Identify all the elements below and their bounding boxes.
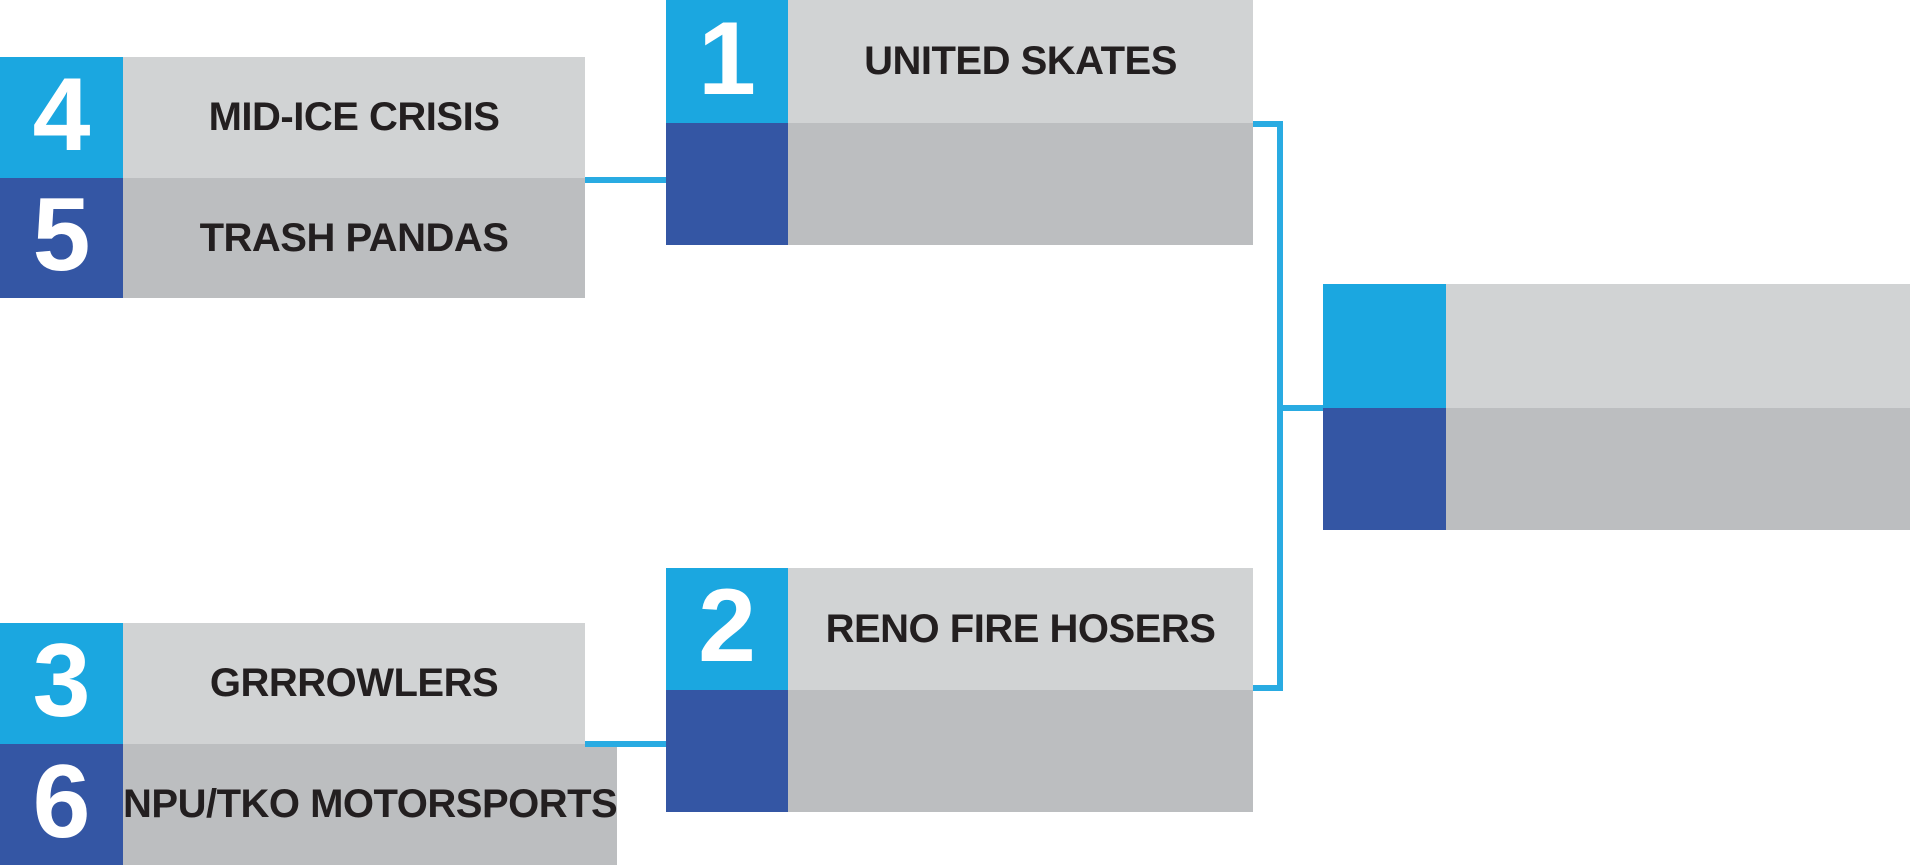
bracket-slot-empty[interactable] [666, 123, 1253, 245]
team-name [1446, 284, 1910, 408]
team-name: RENO FIRE HOSERS [788, 568, 1253, 690]
seed-number [1323, 408, 1446, 530]
bracket-slot-seed2[interactable]: 2 RENO FIRE HOSERS [666, 568, 1253, 690]
seed-number [666, 690, 788, 812]
team-name: GRRROWLERS [123, 623, 585, 744]
match-final [1323, 284, 1910, 530]
bracket-slot-seed6[interactable]: 6 NPU/TKO MOTORSPORTS [0, 744, 618, 865]
connector-line [1253, 121, 1283, 127]
bracket-slot-seed5[interactable]: 5 TRASH PANDAS [0, 178, 585, 298]
seed-number: 4 [0, 57, 123, 178]
seed-number [666, 123, 788, 245]
seed-number: 6 [0, 744, 123, 865]
connector-line [1253, 685, 1283, 691]
team-name: UNITED SKATES [788, 0, 1253, 123]
bracket-slot-seed1[interactable]: 1 UNITED SKATES [666, 0, 1253, 123]
team-name [788, 690, 1253, 812]
connector-line [585, 177, 666, 183]
seed-number: 3 [0, 623, 123, 744]
seed-number: 5 [0, 178, 123, 298]
bracket-slot-seed3[interactable]: 3 GRRROWLERS [0, 623, 585, 744]
bracket-slot-empty[interactable] [1323, 408, 1910, 530]
team-name: NPU/TKO MOTORSPORTS [123, 744, 618, 865]
team-name [1446, 408, 1910, 530]
seed-number: 2 [666, 568, 788, 690]
seed-number [1323, 284, 1446, 408]
seed-number: 1 [666, 0, 788, 123]
bracket-slot-empty[interactable] [666, 690, 1253, 812]
team-name [788, 123, 1253, 245]
match-semifinal-bottom: 2 RENO FIRE HOSERS [666, 568, 1253, 812]
match-play-in-top: 4 MID-ICE CRISIS 5 TRASH PANDAS [0, 57, 585, 298]
connector-line [585, 741, 666, 747]
bracket-slot-seed4[interactable]: 4 MID-ICE CRISIS [0, 57, 585, 178]
match-play-in-bottom: 3 GRRROWLERS 6 NPU/TKO MOTORSPORTS [0, 623, 618, 865]
team-name: TRASH PANDAS [123, 178, 585, 298]
connector-line [1277, 405, 1323, 411]
bracket-slot-empty[interactable] [1323, 284, 1910, 408]
match-semifinal-top: 1 UNITED SKATES [666, 0, 1253, 245]
team-name: MID-ICE CRISIS [123, 57, 585, 178]
